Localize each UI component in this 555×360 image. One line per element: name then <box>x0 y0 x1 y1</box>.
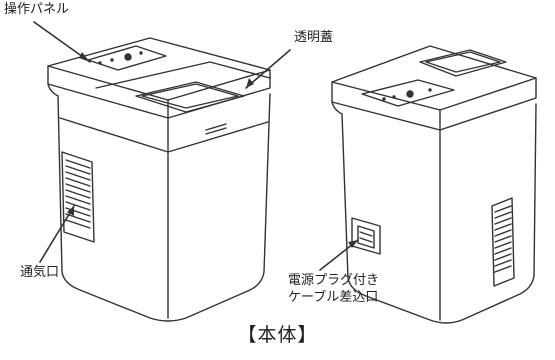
label-cable-inlet-line2: ケーブル差込口 <box>288 290 379 305</box>
front-body <box>57 93 271 322</box>
label-transparent-lid: 透明蓋 <box>294 30 334 45</box>
front-vent-grille <box>61 151 95 243</box>
rear-lid-rim <box>331 77 537 131</box>
front-view-unit <box>47 37 271 322</box>
figure-caption: 【本体】 <box>237 324 318 346</box>
rear-operation-panel <box>361 79 455 107</box>
front-power-button <box>124 53 132 61</box>
rear-view-unit <box>331 45 537 324</box>
rear-body <box>341 103 537 324</box>
rear-power-button <box>406 90 414 98</box>
label-cable-inlet-line1: 電源プラグ付き <box>288 273 380 288</box>
label-cable-inlet: 電源プラグ付き ケーブル差込口 <box>288 272 379 306</box>
rear-lid-top <box>331 45 537 111</box>
front-operation-panel <box>87 45 167 71</box>
leader-vent <box>39 205 75 263</box>
leader-lid <box>245 49 291 89</box>
rear-transparent-lid <box>419 49 507 77</box>
front-transparent-lid <box>135 81 245 113</box>
rear-vent-grille <box>491 197 515 287</box>
label-vent: 通気口 <box>20 265 60 280</box>
power-inlet <box>351 217 381 255</box>
label-operation-panel: 操作パネル <box>4 2 70 17</box>
